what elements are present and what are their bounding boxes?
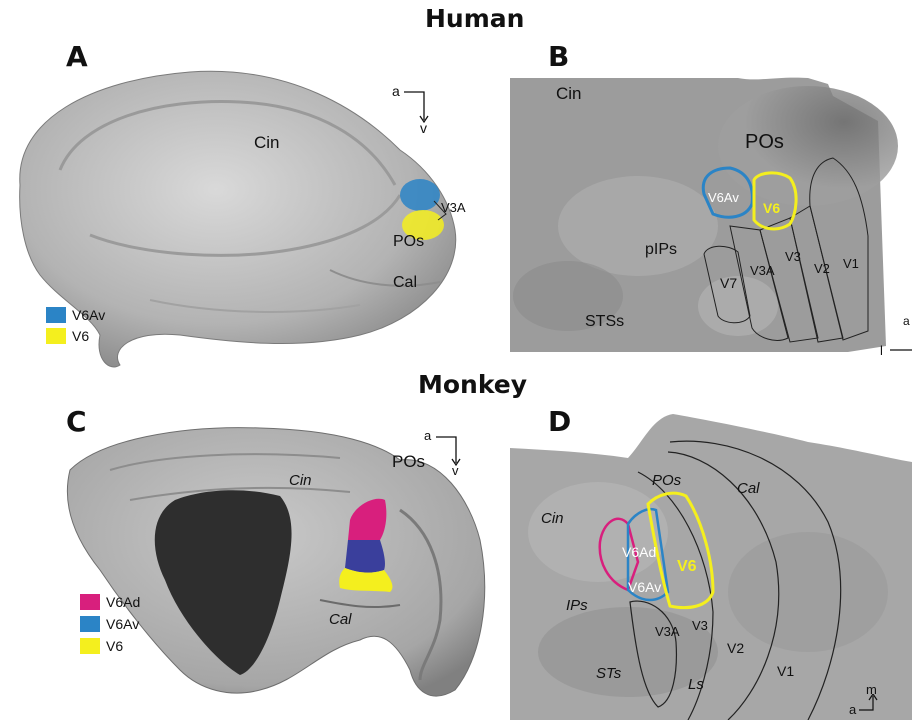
legend-c-label: V6Av: [106, 616, 139, 632]
label-d-v6av: V6Av: [628, 579, 661, 595]
legend-swatch-magenta: [80, 594, 100, 610]
label-a-cal: Cal: [393, 274, 417, 292]
legend-swatch-yellow: [80, 638, 100, 654]
label-b-cin: Cin: [556, 84, 582, 104]
label-d-ls: Ls: [688, 676, 704, 693]
label-d-cal: Cal: [737, 480, 760, 497]
label-b-v3: V3: [785, 249, 801, 264]
panel-b-flatmap: [508, 76, 912, 356]
orient-b-v-label: a: [903, 314, 910, 328]
legend-swatch-blue: [46, 307, 66, 323]
label-d-v6: V6: [677, 558, 697, 576]
orient-c-v-label: v: [452, 463, 459, 478]
label-b-v1: V1: [843, 256, 859, 271]
orient-a-h-label: a: [392, 83, 400, 99]
legend-swatch-blue: [80, 616, 100, 632]
label-b-v2: V2: [814, 261, 830, 276]
label-b-pips: pIPs: [645, 241, 677, 259]
label-d-sts: STs: [596, 665, 621, 682]
panel-d-flatmap: [508, 412, 912, 720]
label-d-v3: V3: [692, 618, 708, 633]
legend-c-item: V6Ad: [80, 594, 140, 610]
label-d-v2: V2: [727, 640, 744, 656]
orientation-arrow-icon: [434, 431, 464, 471]
label-d-cin: Cin: [541, 510, 564, 527]
legend-c-item: V6Av: [80, 616, 139, 632]
orient-c-h-label: a: [424, 428, 431, 443]
label-b-v3a: V3A: [750, 263, 775, 278]
label-a-v3a: V3A: [441, 200, 466, 215]
label-c-cal: Cal: [329, 611, 352, 628]
panel-b-letter: B: [548, 40, 569, 73]
label-d-pos: POs: [652, 472, 681, 489]
label-b-v6av: V6Av: [708, 190, 739, 205]
orientation-arrow-icon: [402, 86, 432, 126]
label-c-pos: POs: [392, 452, 425, 472]
orientation-arrow-icon: [857, 694, 881, 718]
legend-swatch-yellow: [46, 328, 66, 344]
monkey-v6av-patch: [345, 540, 385, 573]
label-d-ips: IPs: [566, 597, 588, 614]
label-d-v3a: V3A: [655, 624, 680, 639]
label-d-v6ad: V6Ad: [622, 544, 656, 560]
legend-a-label: V6Av: [72, 307, 105, 323]
orientation-arrow-icon: [888, 330, 912, 354]
label-b-v7: V7: [720, 275, 737, 291]
orient-d-h-label: a: [849, 702, 856, 717]
legend-a-item: V6Av: [46, 307, 105, 323]
label-d-v1: V1: [777, 663, 794, 679]
label-b-stss: STSs: [585, 313, 624, 331]
legend-c-label: V6Ad: [106, 594, 140, 610]
legend-c-item: V6: [80, 638, 123, 654]
human-row-title: Human: [425, 4, 524, 33]
legend-a-label: V6: [72, 328, 89, 344]
human-v6av-patch: [400, 179, 440, 211]
legend-c-label: V6: [106, 638, 123, 654]
label-b-pos: POs: [745, 131, 784, 154]
legend-a-item: V6: [46, 328, 89, 344]
label-a-cin: Cin: [254, 133, 280, 153]
label-c-cin: Cin: [289, 472, 312, 489]
label-a-pos: POs: [393, 233, 424, 251]
orient-b-h-label: l: [880, 343, 883, 358]
orient-a-v-label: v: [420, 120, 427, 136]
label-b-v6: V6: [763, 200, 780, 216]
